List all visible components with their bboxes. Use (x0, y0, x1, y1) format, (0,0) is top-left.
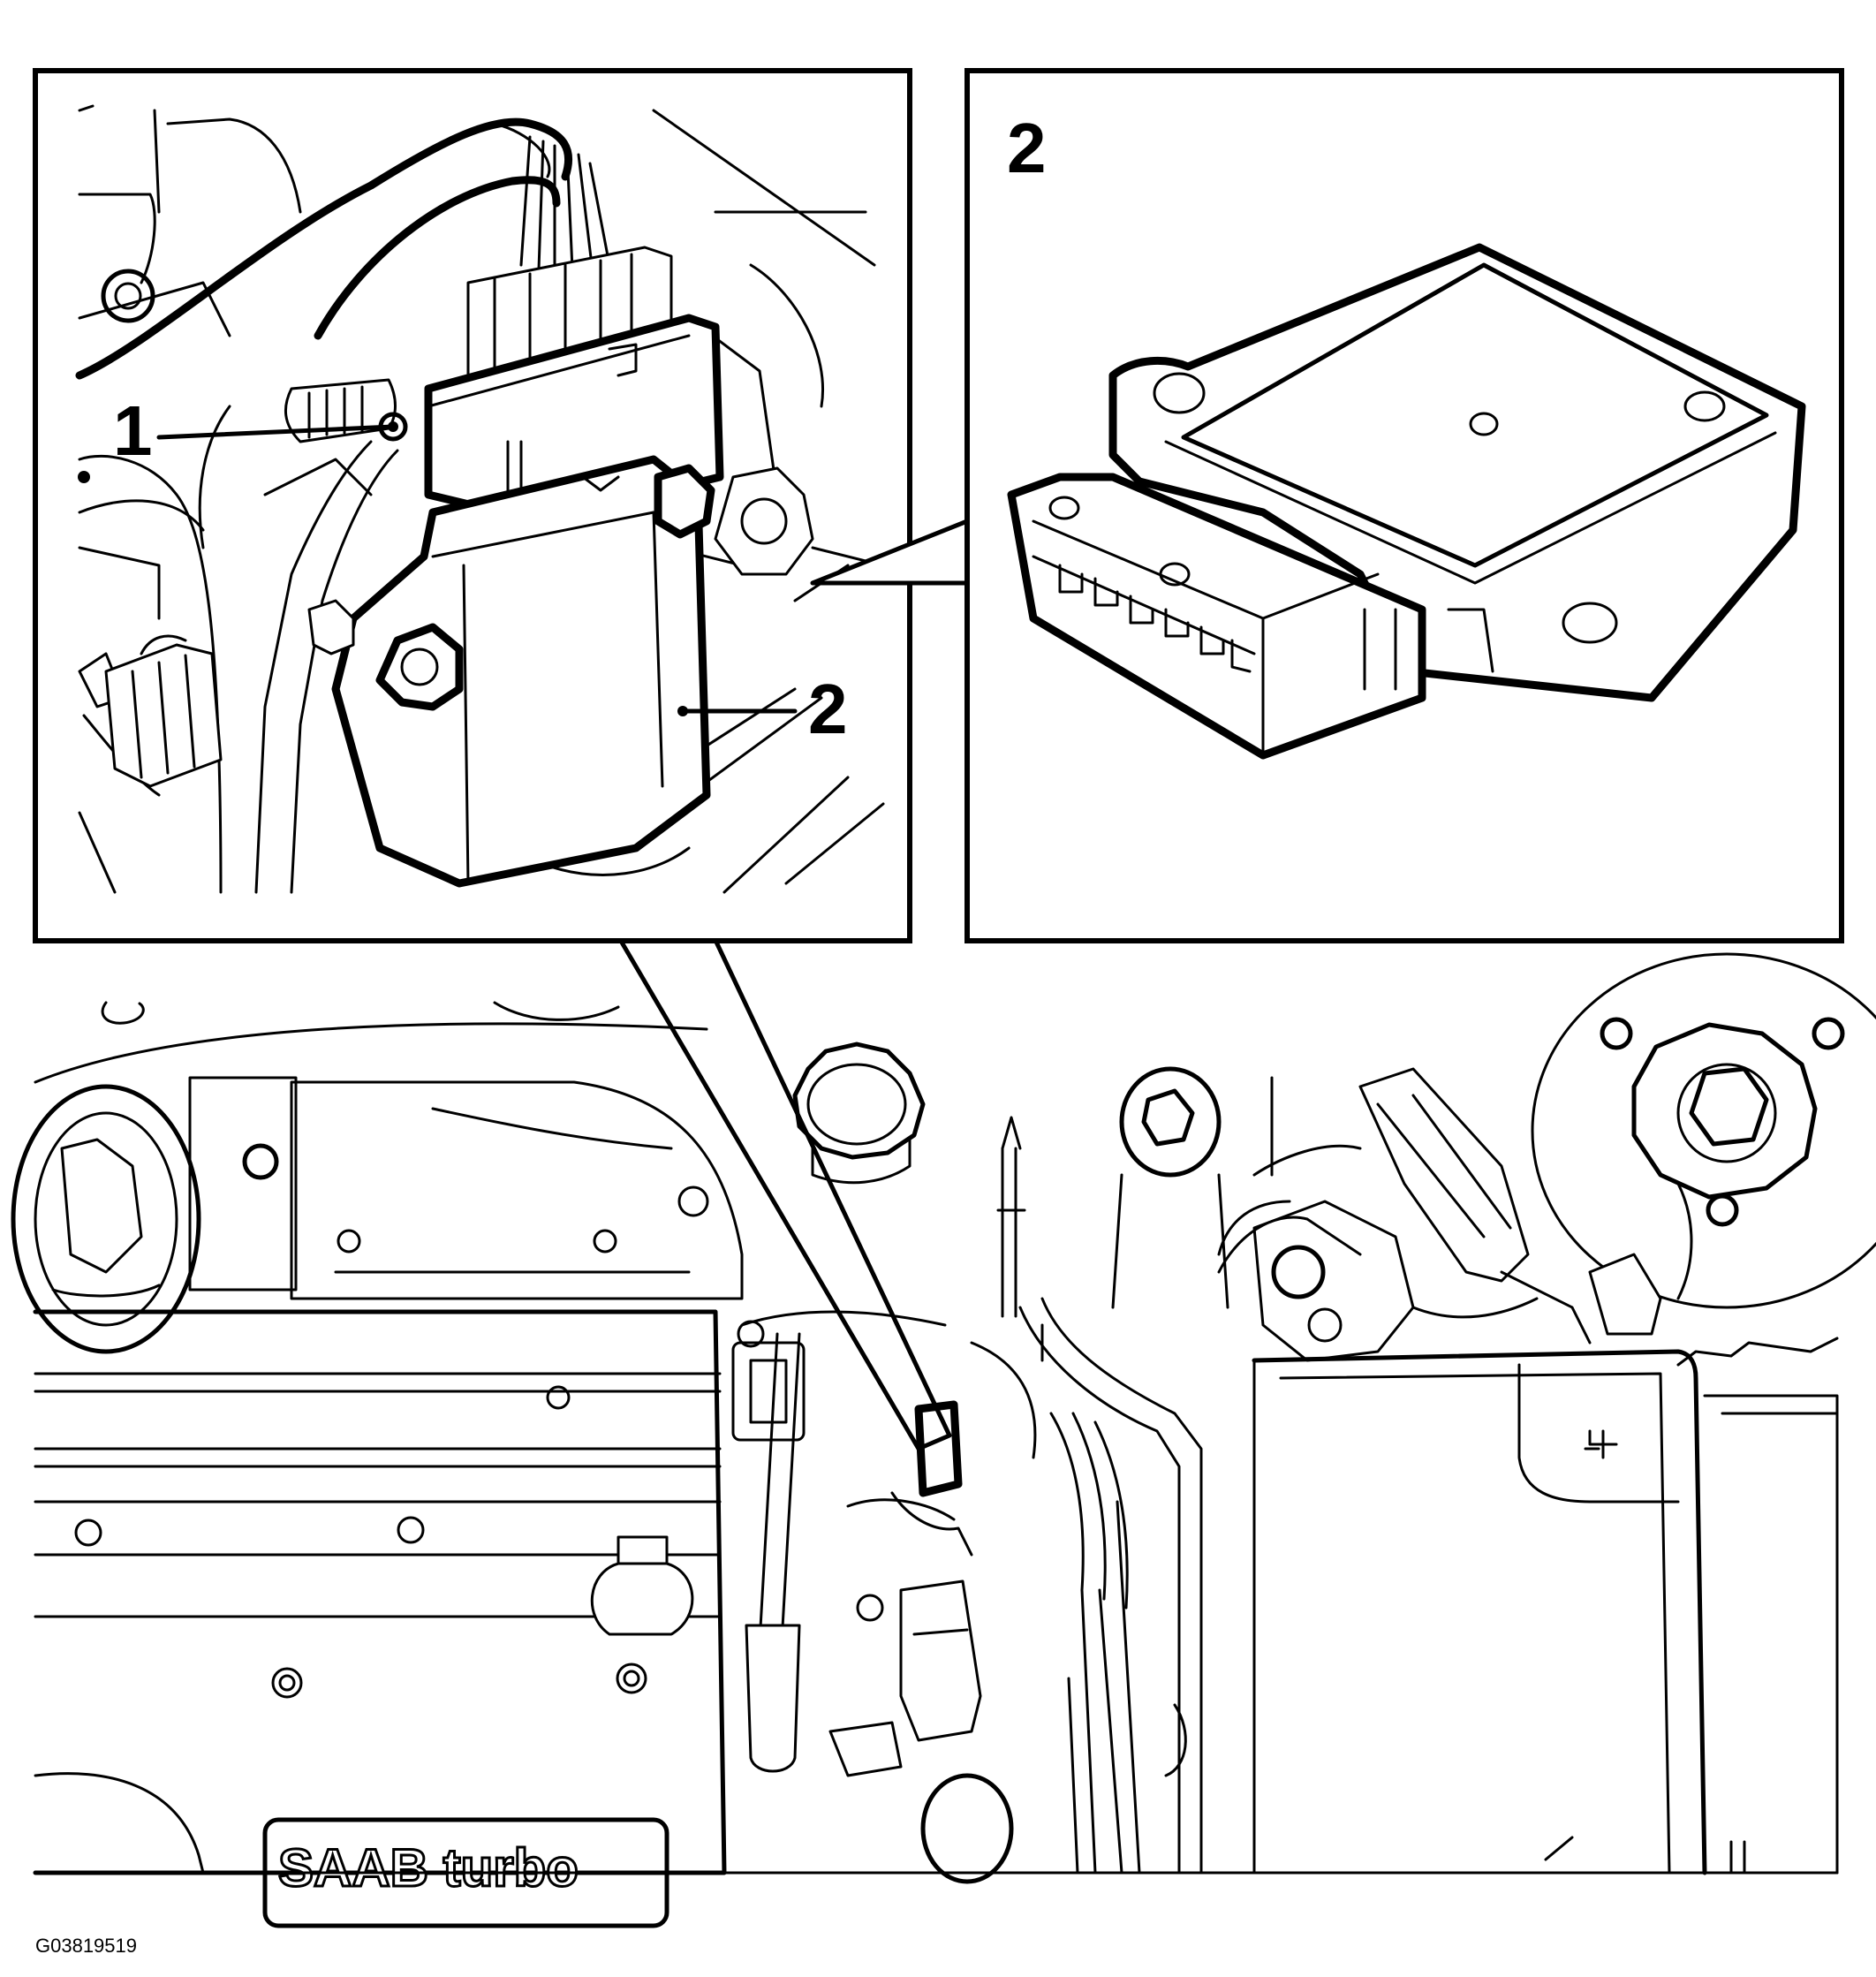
battery-box (1252, 1337, 1839, 1875)
engine-bay-overview: SAAB turbo (11, 952, 1876, 1928)
detail-frame-left: 1 2 (33, 68, 912, 943)
left-light-assembly (11, 1084, 201, 1354)
valve-cover: SAAB turbo (33, 1309, 727, 1928)
leader-line-1 (156, 424, 396, 440)
callout-2-right: 2 (1007, 109, 1047, 187)
detail-frame-right: 2 (964, 68, 1844, 943)
coolant-reservoir-cap (792, 1042, 926, 1185)
callout-1: 1 (113, 391, 153, 470)
air-box (188, 1076, 744, 1300)
strut-tower (1531, 952, 1876, 1309)
center-hoses (740, 1116, 1203, 1875)
abs-unit (1111, 1066, 1662, 1362)
ignition-module-mounted (307, 455, 715, 888)
detail-pointer-right (810, 519, 970, 586)
module-location (731, 1323, 1044, 1884)
detail-leader-left (616, 934, 952, 1451)
callout-2-left: 2 (808, 670, 848, 748)
saab-turbo-logo: SAAB turbo (278, 1838, 579, 1897)
figure-id: G03819519 (35, 1935, 137, 1957)
ignition-module-detail (1007, 243, 1806, 760)
